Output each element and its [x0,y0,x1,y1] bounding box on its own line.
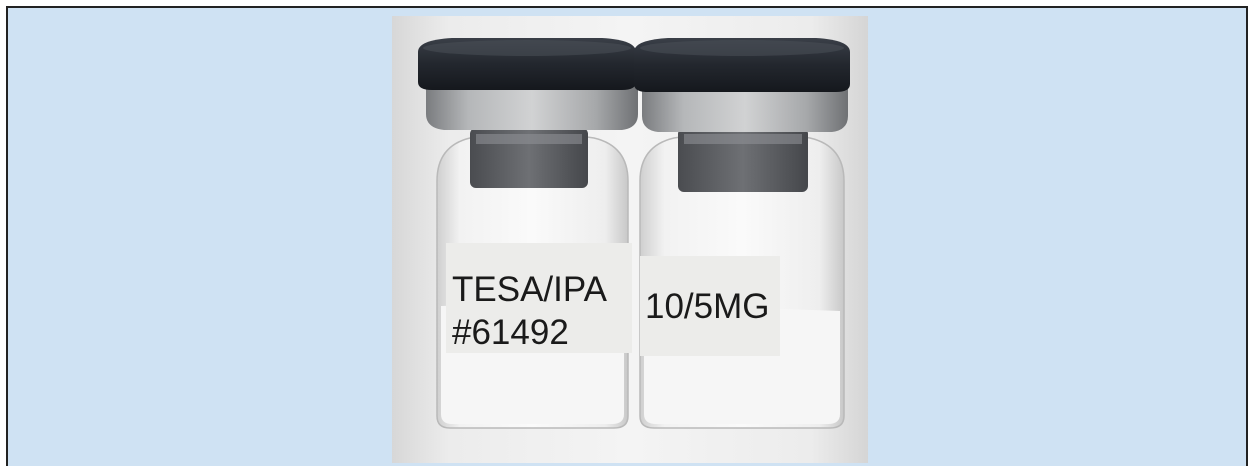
left-vial-label-line2: #61492 [452,313,569,352]
right-vial-label-line1: 10/5MG [645,287,770,326]
vials-illustration: TESA/IPA #61492 10/5MG [418,38,850,429]
right-vial: 10/5MG [634,38,850,429]
vials-photo: TESA/IPA #61492 10/5MG [392,16,868,463]
left-vial: TESA/IPA #61492 [418,38,638,429]
left-vial-label-line1: TESA/IPA [452,270,608,309]
image-frame: TESA/IPA #61492 10/5MG [6,6,1248,466]
